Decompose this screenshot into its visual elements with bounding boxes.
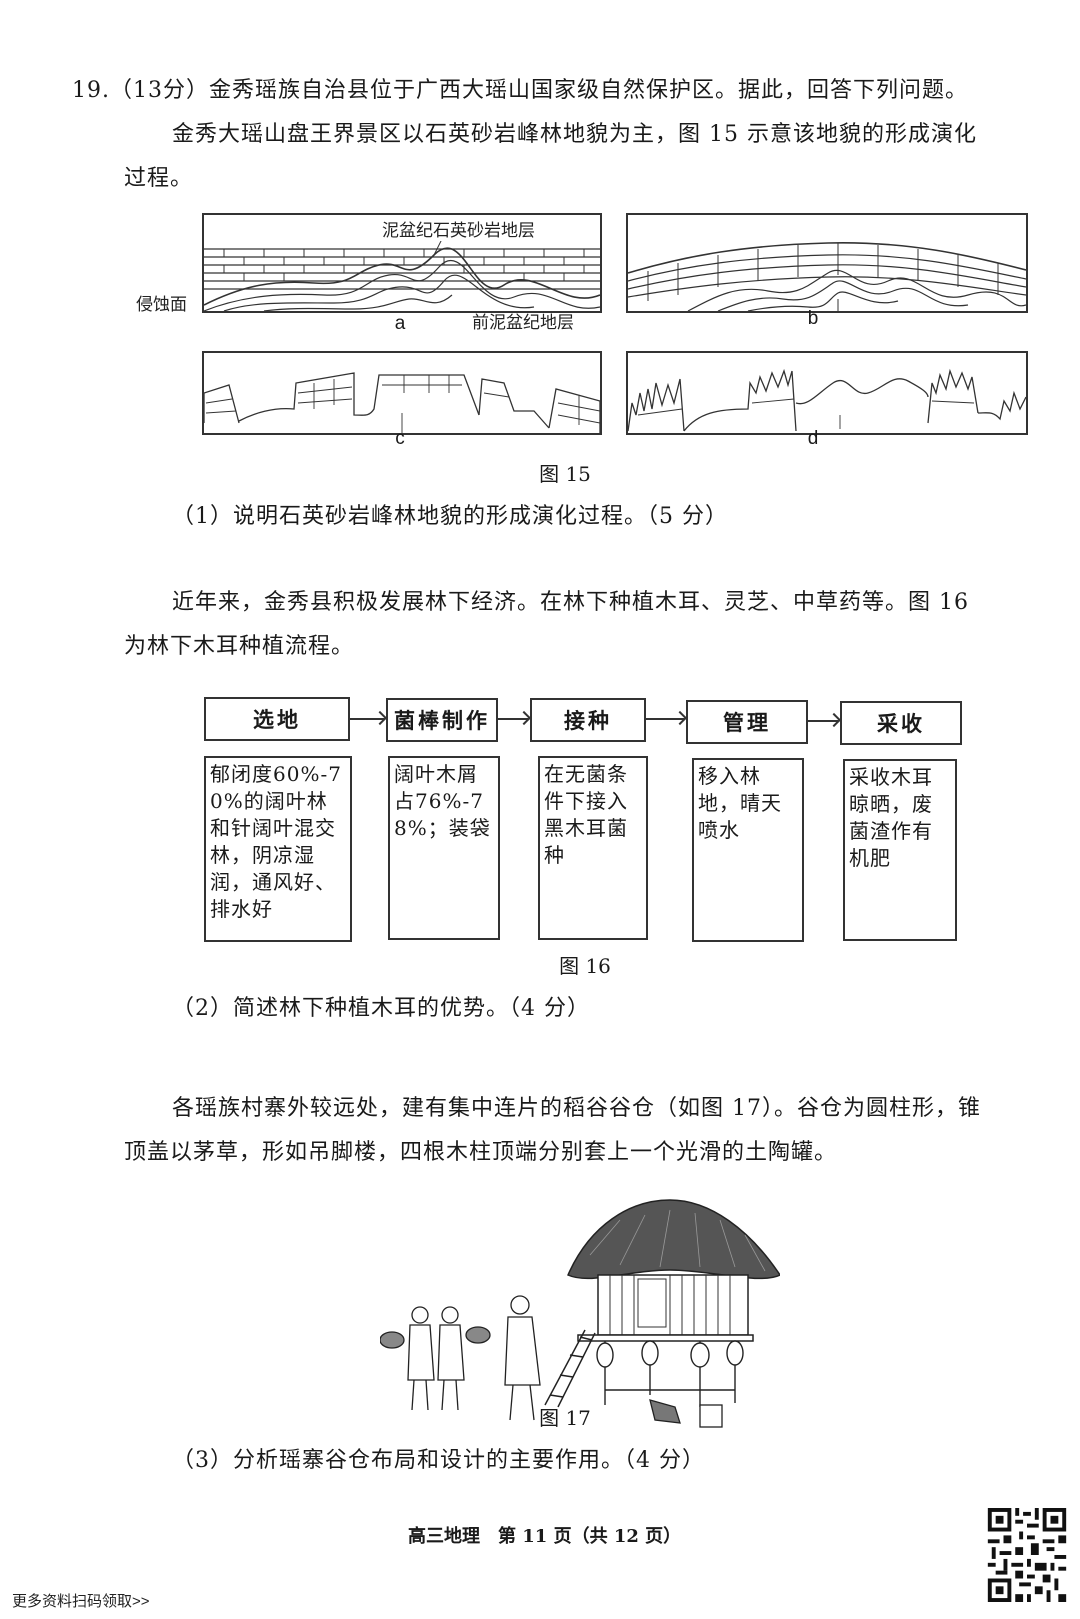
flow-step-2-detail: 阔叶木屑占76%-78%；装袋 — [388, 756, 500, 940]
passage2-line1: 近年来，金秀县积极发展林下经济。在林下种植木耳、灵芝、中草药等。图 16 — [172, 590, 969, 615]
promo-text[interactable]: 更多资料扫码领取>> — [12, 1593, 150, 1610]
panel-label-c: c — [395, 428, 405, 449]
label-pre-devonian: 前泥盆纪地层 — [472, 313, 574, 332]
sub-question-3: （3）分析瑶寨谷仓布局和设计的主要作用。（4 分） — [172, 1448, 705, 1473]
figure16-caption: 图 16 — [559, 954, 611, 978]
passage2-line2: 为林下木耳种植流程。 — [124, 634, 355, 659]
figure15-caption: 图 15 — [539, 462, 591, 486]
flow-step-3-title: 接种 — [530, 698, 646, 742]
strata-diagram-c — [204, 372, 600, 433]
flow-step-3-detail: 在无菌条件下接入黑木耳菌种 — [538, 756, 648, 940]
panel-label-a: a — [394, 313, 406, 334]
question-intro: 金秀瑶族自治县位于广西大瑶山国家级自然保护区。据此，回答下列问题。 — [209, 78, 969, 103]
flow-step-5-title: 采收 — [840, 701, 962, 745]
strata-diagram-d — [628, 368, 1026, 432]
passage1-line1: 金秀大瑶山盘王界景区以石英砂岩峰林地貌为主，图 15 示意该地貌的形成演化 — [172, 122, 977, 147]
figure15-panel-d — [626, 351, 1028, 435]
flow-step-1-detail: 郁闭度60%-70%的阔叶林和针阔叶混交林，阴凉湿润，通风好、排水好 — [204, 756, 352, 942]
flow-arrow-3 — [644, 718, 684, 720]
figure15-panel-b — [626, 213, 1028, 313]
question-number: 19. — [72, 78, 110, 103]
label-erosion-surface: 侵蚀面 — [136, 295, 187, 314]
passage3-line1: 各瑶族村寨外较远处，建有集中连片的稻谷谷仓（如图 17）。谷仓为圆柱形，锥 — [172, 1096, 981, 1121]
panel-label-b: b — [807, 308, 819, 329]
sub-question-2: （2）简述林下种植木耳的优势。（4 分） — [172, 996, 590, 1021]
flow-step-1-title: 选地 — [204, 697, 350, 741]
page-footer: 高三地理 第 11 页（共 12 页） — [408, 1526, 682, 1547]
flow-arrow-2 — [496, 718, 528, 720]
flow-arrow-1 — [348, 718, 384, 720]
strata-diagram-b — [628, 242, 1026, 311]
figure-17-granary-illustration — [379, 1175, 782, 1430]
flow-step-4-detail: 移入林地，晴天喷水 — [692, 758, 804, 942]
strata-diagram-a — [204, 234, 600, 311]
label-sandstone-layer: 泥盆纪石英砂岩地层 — [380, 216, 537, 241]
figure15-panel-c — [202, 351, 602, 435]
question-header: 19.（13分）金秀瑶族自治县位于广西大瑶山国家级自然保护区。据此，回答下列问题… — [72, 76, 968, 106]
flow-step-5-detail: 采收木耳晾晒，废菌渣作有机肥 — [843, 759, 957, 941]
passage1-line2: 过程。 — [124, 166, 194, 191]
flow-step-4-title: 管理 — [686, 700, 808, 744]
granary-drawing — [379, 1199, 782, 1428]
figure17-caption: 图 17 — [539, 1406, 591, 1430]
qr-code-icon — [987, 1508, 1067, 1602]
flow-step-2-title: 菌棒制作 — [386, 698, 498, 742]
question-score: （13分） — [110, 78, 209, 103]
passage3-line2: 顶盖以茅草，形如吊脚楼，四根木柱顶端分别套上一个光滑的土陶罐。 — [124, 1140, 838, 1165]
qr-code[interactable] — [987, 1508, 1067, 1602]
flow-arrow-4 — [806, 720, 838, 722]
panel-label-d: d — [807, 428, 819, 449]
sub-question-1: （1）说明石英砂岩峰林地貌的形成演化过程。（5 分） — [172, 504, 728, 529]
